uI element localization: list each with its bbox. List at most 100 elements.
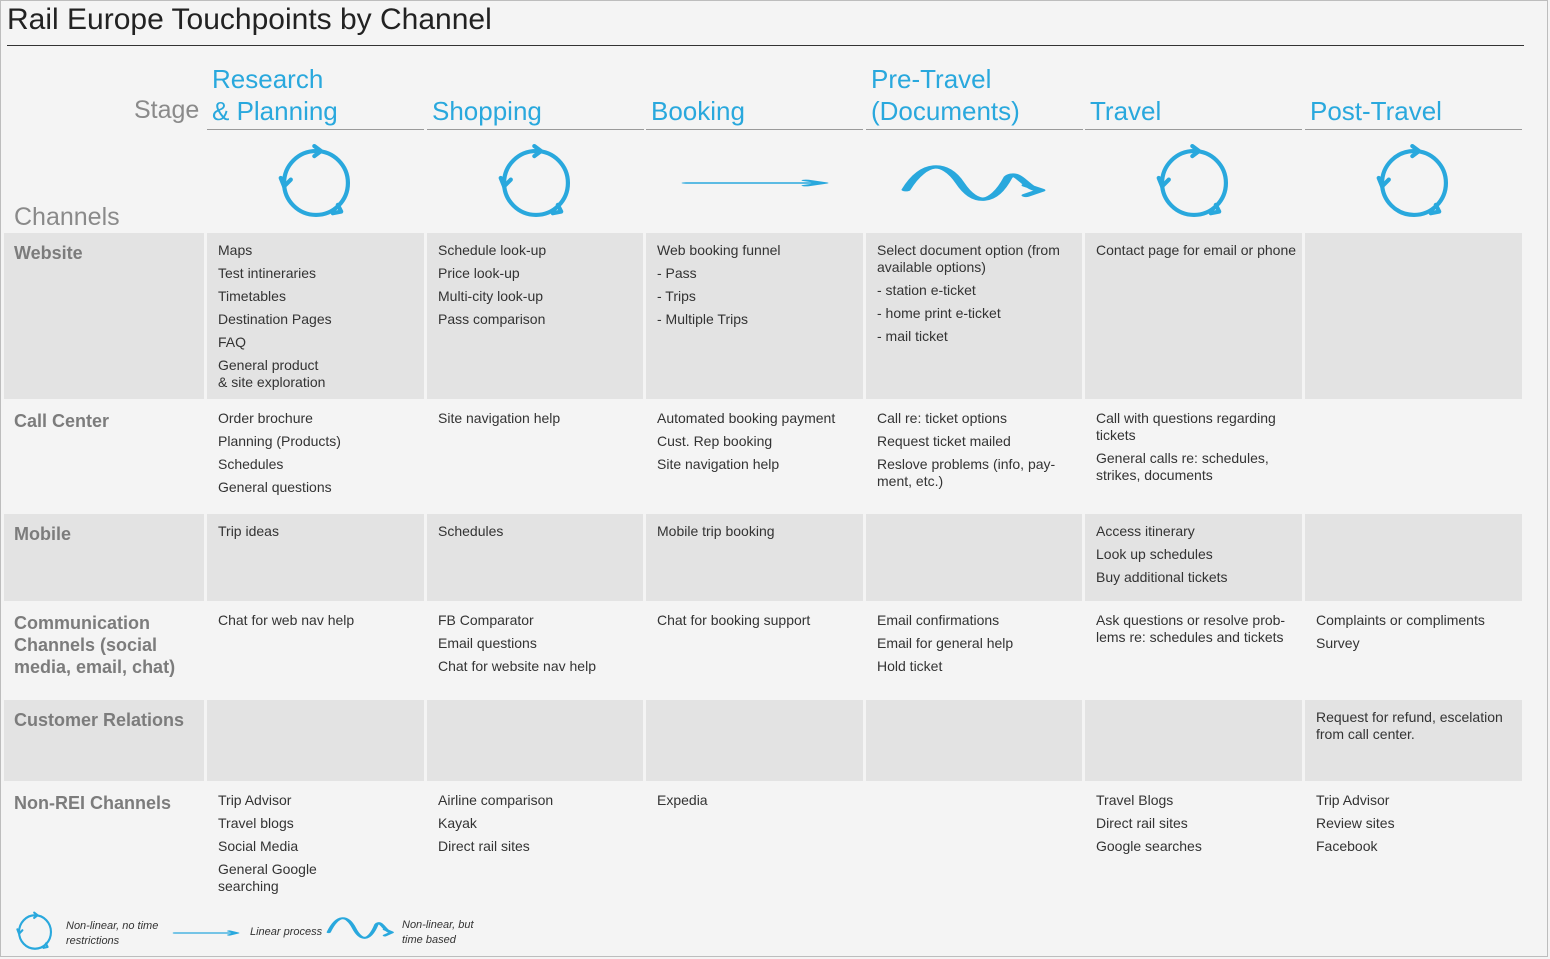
channel-row-label: Website — [14, 243, 83, 263]
cell-separator — [1082, 233, 1085, 399]
touchpoint-item: Buy additional tickets — [1096, 569, 1228, 585]
touchpoint-item: Automated booking payment — [657, 410, 836, 426]
touchpoint-item: Travel Blogs — [1096, 792, 1174, 808]
touchpoint-item: - station e-ticket — [877, 282, 976, 298]
cell-separator — [1302, 233, 1305, 399]
touchpoint-item: Order brochure — [218, 410, 313, 426]
touchpoint-item: Trip ideas — [218, 523, 279, 539]
touchpoint-item: FB Comparator — [438, 612, 534, 628]
touchpoint-item: Review sites — [1316, 815, 1395, 831]
touchpoint-item: Travel blogs — [218, 815, 294, 831]
stage-header-0: Research & Planning — [207, 62, 424, 130]
linear-arrow-icon — [172, 930, 240, 936]
touchpoint-item: General Google searching — [218, 861, 317, 894]
touchpoint-cell: Request for refund, escelation from call… — [1316, 709, 1516, 749]
touchpoint-item: Test intineraries — [218, 265, 317, 281]
touchpoint-cell: Mobile trip booking — [657, 523, 857, 546]
touchpoint-item: Contact page for email or phone — [1096, 242, 1297, 258]
legend: Non-linear, no time restrictions Linear p… — [0, 905, 520, 959]
cell-separator — [863, 233, 866, 399]
cell-separator — [1302, 514, 1305, 601]
cell-separator — [424, 514, 427, 601]
touchpoint-item: Site navigation help — [657, 456, 780, 472]
channel-row-label: Call Center — [14, 411, 110, 431]
touchpoint-item: General product & site exploration — [218, 357, 326, 390]
stage-icon-wrap — [646, 135, 863, 230]
touchpoint-item: Complaints or compliments — [1316, 612, 1485, 628]
stage-axis-label: Stage — [134, 96, 200, 124]
stage-icon-wrap — [427, 135, 644, 230]
cycle-icon — [278, 143, 350, 217]
touchpoint-item: Destination Pages — [218, 311, 332, 327]
touchpoint-cell: Expedia — [657, 792, 857, 815]
channel-row-label: Non-REI Channels — [14, 793, 172, 813]
cycle-icon — [1376, 143, 1448, 217]
touchpoint-cell: Web booking funnel- Pass- Trips- Multipl… — [657, 242, 857, 334]
touchpoint-item: General calls re: schedules, strikes, do… — [1096, 450, 1269, 483]
touchpoint-cell: Schedules — [438, 523, 638, 546]
wave-arrow-icon — [901, 164, 1045, 201]
touchpoint-cell: Chat for booking support — [657, 612, 857, 635]
touchpoint-item: Pass comparison — [438, 311, 546, 327]
stage-label: Post-Travel — [1310, 96, 1442, 126]
touchpoint-item: General questions — [218, 479, 332, 495]
touchpoint-item: Call with questions regarding tickets — [1096, 410, 1276, 443]
stage-header-1: Shopping — [427, 62, 644, 130]
wave-arrow-icon — [326, 917, 394, 939]
cell-separator — [1082, 514, 1085, 601]
touchpoint-item: Social Media — [218, 838, 299, 854]
cell-separator — [643, 700, 646, 781]
touchpoint-item: Request for refund, escelation from call… — [1316, 709, 1503, 742]
stage-header-3: Pre-Travel (Documents) — [866, 62, 1083, 130]
touchpoint-item: Direct rail sites — [438, 838, 530, 854]
cell-separator — [1082, 700, 1085, 781]
cell-separator — [643, 514, 646, 601]
touchpoint-item: Airline comparison — [438, 792, 554, 808]
stage-icon-wrap — [1305, 135, 1522, 230]
stage-header-2: Booking — [646, 62, 863, 130]
stage-header-4: Travel — [1085, 62, 1302, 130]
touchpoint-item: Look up schedules — [1096, 546, 1213, 562]
stage-label: Booking — [651, 96, 745, 126]
cell-separator — [204, 700, 207, 781]
channel-row-label: Customer Relations — [14, 710, 185, 730]
touchpoint-item: Expedia — [657, 792, 708, 808]
touchpoint-item: Schedule look-up — [438, 242, 547, 258]
touchpoint-item: Kayak — [438, 815, 477, 831]
title-divider — [7, 45, 1524, 46]
touchpoint-item: - Pass — [657, 265, 697, 281]
channel-row-label: Mobile — [14, 524, 71, 544]
touchpoint-item: - Multiple Trips — [657, 311, 749, 327]
legend-text: Linear process — [250, 926, 323, 938]
cell-separator — [1302, 700, 1305, 781]
touchpoint-item: Web booking funnel — [657, 242, 781, 258]
touchpoint-cell: Ask questions or resolve prob- lems re: … — [1096, 612, 1296, 652]
cell-separator — [424, 700, 427, 781]
touchpoint-item: Trip Advisor — [1316, 792, 1390, 808]
touchpoint-item: Timetables — [218, 288, 286, 304]
touchpoint-item: Ask questions or resolve prob- lems re: … — [1096, 612, 1286, 645]
cell-separator — [204, 514, 207, 601]
channel-row-background — [4, 700, 1522, 781]
touchpoint-item: Direct rail sites — [1096, 815, 1188, 831]
stage-icon-wrap — [866, 135, 1083, 230]
legend-text: Non-linear, no time restrictions — [66, 920, 159, 947]
touchpoint-item: Mobile trip booking — [657, 523, 775, 539]
page-title: Rail Europe Touchpoints by Channel — [7, 3, 492, 36]
touchpoint-cell: Select document option (from available o… — [877, 242, 1077, 351]
touchpoint-cell: Site navigation help — [438, 410, 638, 433]
touchpoint-item: Schedules — [438, 523, 504, 539]
touchpoint-item: Chat for booking support — [657, 612, 811, 628]
cell-separator — [643, 233, 646, 399]
stage-label: Travel — [1090, 96, 1162, 126]
touchpoint-cell: Trip ideas — [218, 523, 418, 546]
touchpoint-item: Access itinerary — [1096, 523, 1195, 539]
channel-row-background — [4, 233, 1522, 399]
